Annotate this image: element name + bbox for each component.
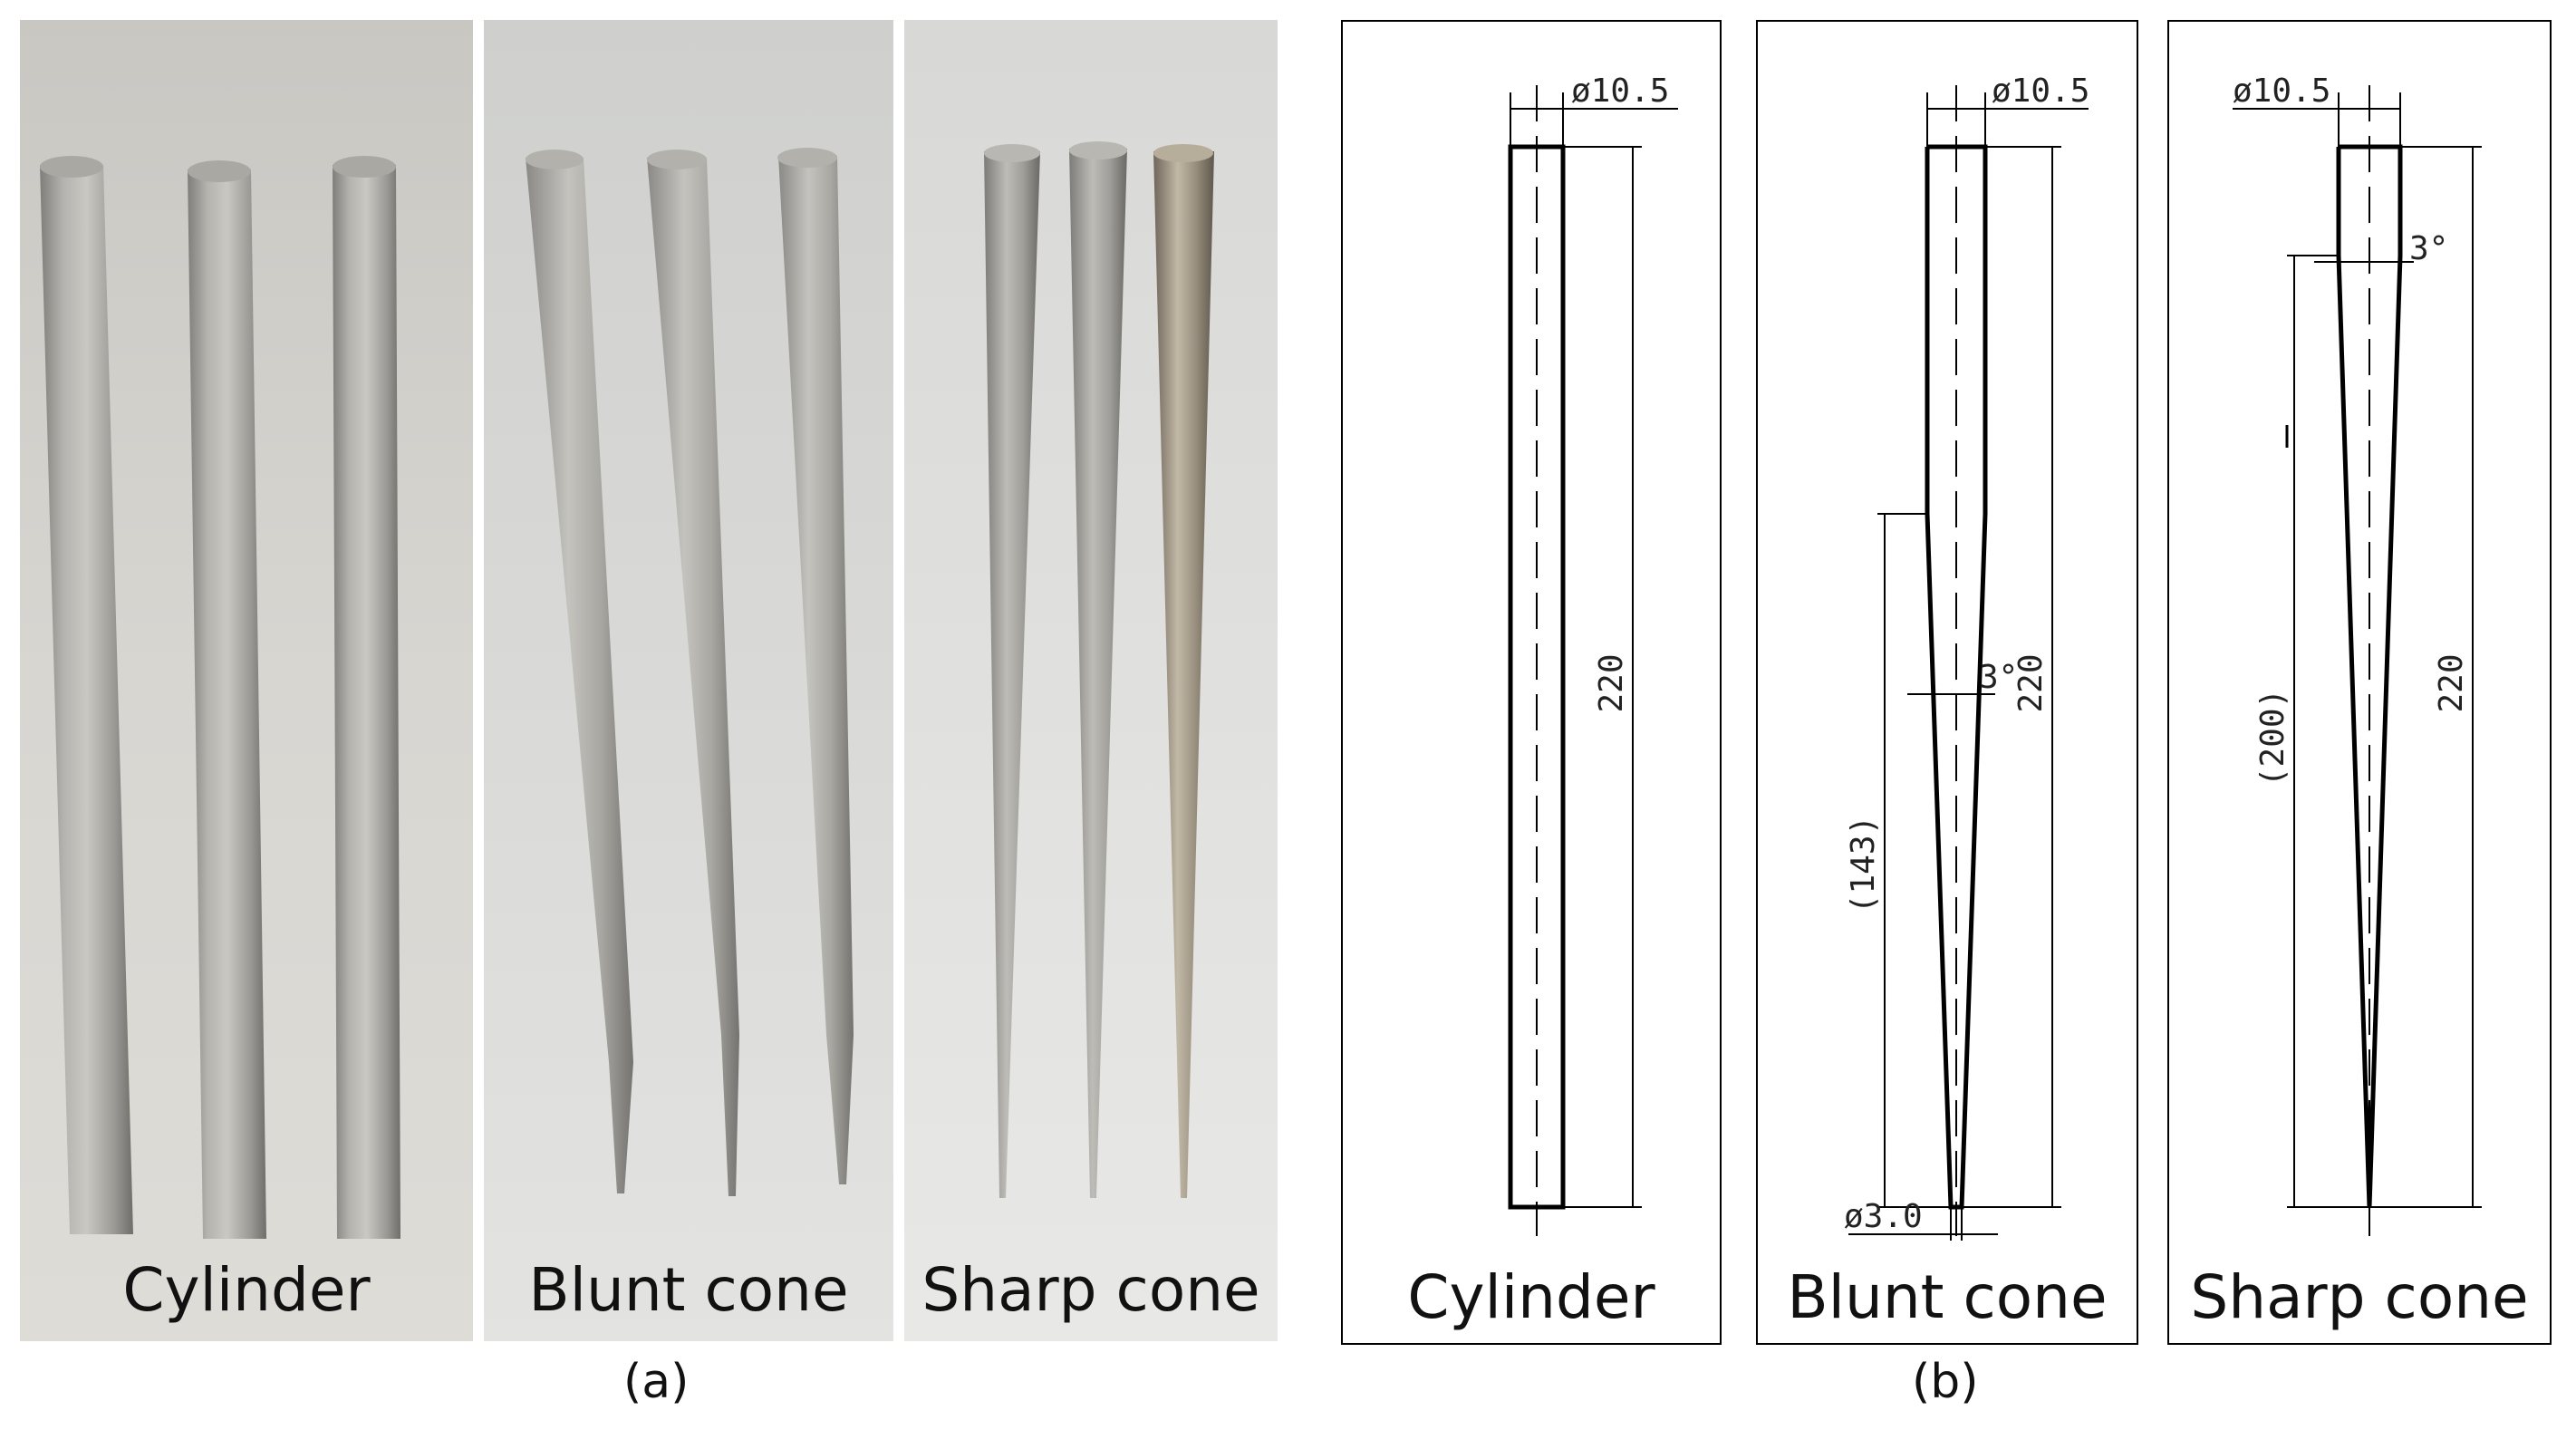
angle-dimension: 3° xyxy=(1979,659,2018,696)
sharp-cone-rod xyxy=(1069,141,1127,1198)
angle-dimension: 3° xyxy=(2409,230,2448,267)
cylinder-rod xyxy=(333,156,400,1239)
panel-a-caption: (a) xyxy=(623,1355,690,1409)
photo-label-cylinder: Cylinder xyxy=(122,1255,371,1325)
sharp-cone-rod xyxy=(1153,144,1214,1198)
cylinder-rods-image xyxy=(20,20,473,1341)
drawing-label-blunt-cone: Blunt cone xyxy=(1787,1262,2108,1332)
photo-blunt-cone: Blunt cone xyxy=(484,20,893,1341)
taper-length-dimension: (200) xyxy=(2254,689,2291,787)
drawing-label-sharp-cone: Sharp cone xyxy=(2190,1262,2529,1332)
cylinder-rod xyxy=(188,160,266,1239)
panel-b-caption: (b) xyxy=(1912,1355,1979,1409)
photo-label-sharp-cone: Sharp cone xyxy=(921,1255,1260,1325)
photo-cylinder: Cylinder xyxy=(20,20,473,1341)
photo-label-blunt-cone: Blunt cone xyxy=(528,1255,849,1325)
diameter-dimension: ø10.5 xyxy=(2233,72,2330,110)
diameter-dimension: ø10.5 xyxy=(1992,72,2089,110)
sharp-cone-drawing-svg: ø10.5 220 (200) 3° xyxy=(2233,72,2482,1236)
taper-length-dimension: (143) xyxy=(1845,816,1882,913)
drawing-cylinder: ø10.5 220 Cylinder xyxy=(1341,20,1722,1345)
drawing-blunt-cone: ø10.5 220 (143) 3° ø3.0 Blunt cone xyxy=(1756,20,2138,1345)
tip-diameter-dimension: ø3.0 xyxy=(1844,1198,1923,1235)
photo-sharp-cone: Sharp cone xyxy=(904,20,1278,1341)
sharp-cone-rods-image xyxy=(904,20,1278,1341)
drawing-label-cylinder: Cylinder xyxy=(1407,1262,1655,1332)
sharp-cone-rod xyxy=(984,144,1040,1198)
blunt-cone-rod xyxy=(647,150,739,1196)
sharp-cone-outline xyxy=(2336,144,2403,1208)
blunt-cone-rod xyxy=(777,148,854,1184)
cylinder-drawing-svg: ø10.5 220 xyxy=(1508,72,1678,1236)
blunt-cone-rods-image xyxy=(484,20,893,1341)
diameter-dimension: ø10.5 xyxy=(1571,72,1669,110)
cylinder-rod xyxy=(40,156,133,1234)
drawing-sharp-cone: ø10.5 220 (200) 3° Sharp cone xyxy=(2167,20,2552,1345)
blunt-cone-drawing-svg: ø10.5 220 (143) 3° ø3.0 xyxy=(1844,72,2089,1241)
length-dimension: 220 xyxy=(2012,653,2050,712)
length-dimension: 220 xyxy=(2433,653,2470,712)
length-dimension: 220 xyxy=(1593,653,1630,712)
blunt-cone-rod xyxy=(526,150,633,1193)
